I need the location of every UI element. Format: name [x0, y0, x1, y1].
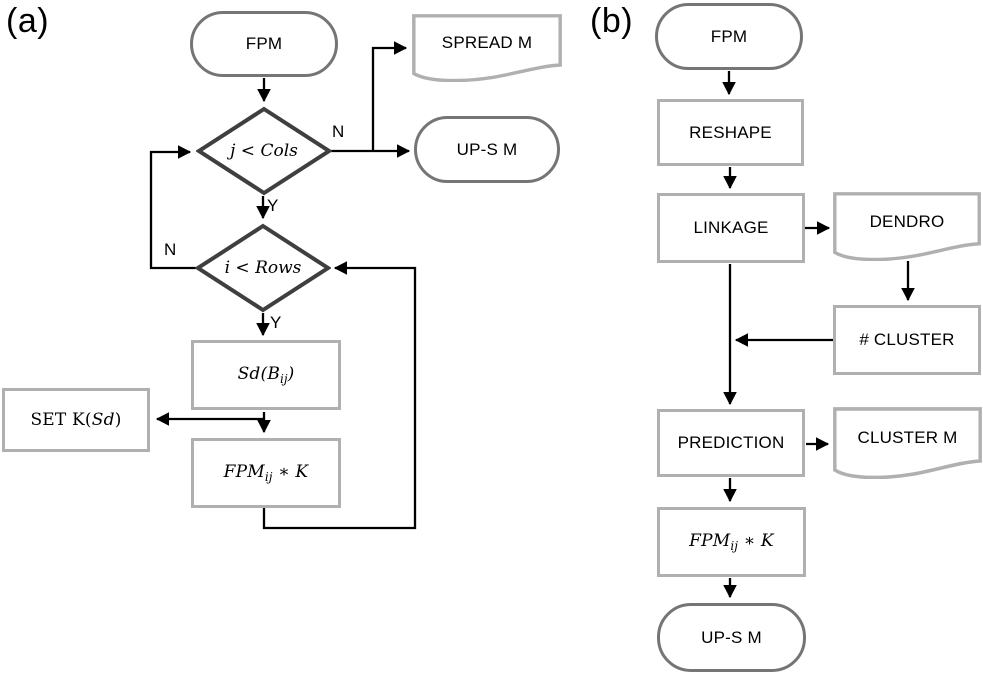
process-linkage: LINKAGE	[657, 193, 805, 263]
decision-j-cols-text: j < Cols	[230, 141, 298, 161]
document-cluster-m-text: CLUSTER M	[857, 428, 958, 447]
branch-label-y-rows: Y	[270, 313, 282, 332]
terminal-fpm-b-text: FPM	[710, 26, 748, 46]
process-linkage-text: LINKAGE	[693, 218, 769, 237]
process-set-k-sd: SET K(Sd)	[2, 388, 150, 452]
panel-b-label: (b)	[590, 2, 634, 40]
process-fpm-k-b: FPMij ∗ K	[657, 507, 806, 577]
terminal-fpm-a-text: FPM	[245, 34, 283, 53]
terminal-up-s-m-b: UP-S M	[657, 603, 806, 672]
decision-i-rows-text: i < Rows	[224, 258, 302, 278]
document-spread-m: SPREAD M	[412, 14, 562, 82]
terminal-up-s-m-b-text: UP-S M	[701, 627, 762, 647]
document-spread-m-text: SPREAD M	[441, 33, 533, 52]
process-fpm-k-a-text: FPMij ∗ K	[223, 462, 309, 484]
decision-i-rows: i < Rows	[195, 223, 331, 313]
process-prediction: PREDICTION	[657, 409, 805, 477]
process-prediction-text: PREDICTION	[677, 433, 785, 452]
process-fpm-k-a: FPMij ∗ K	[191, 438, 341, 508]
process-fpm-k-b-text: FPMij ∗ K	[689, 531, 774, 553]
branch-label-y-cols: Y	[267, 196, 279, 215]
process-sd-bij: Sd(Bij)	[191, 340, 341, 410]
terminal-up-s-m-a-text: UP-S M	[456, 139, 518, 159]
terminal-fpm-a: FPM	[190, 11, 338, 77]
connector-a-branch-to-spreadm	[371, 41, 408, 151]
process-reshape: RESHAPE	[657, 99, 804, 166]
branch-label-n-rows: N	[164, 240, 177, 259]
process-set-k-sd-text: SET K(Sd)	[30, 410, 122, 430]
process-n-cluster: # CLUSTER	[833, 305, 981, 375]
document-cluster-m: CLUSTER M	[833, 407, 982, 479]
decision-j-cols: j < Cols	[196, 106, 332, 196]
process-n-cluster-text: # CLUSTER	[859, 330, 955, 349]
document-dendro-text: DENDRO	[869, 211, 945, 231]
process-sd-bij-text: Sd(Bij)	[237, 364, 295, 386]
branch-label-n-cols: N	[332, 122, 345, 141]
panel-a-label: (a)	[6, 2, 50, 40]
document-dendro: DENDRO	[833, 192, 981, 261]
terminal-fpm-b: FPM	[655, 3, 803, 70]
process-reshape-text: RESHAPE	[689, 122, 772, 142]
terminal-up-s-m-a: UP-S M	[414, 116, 560, 183]
